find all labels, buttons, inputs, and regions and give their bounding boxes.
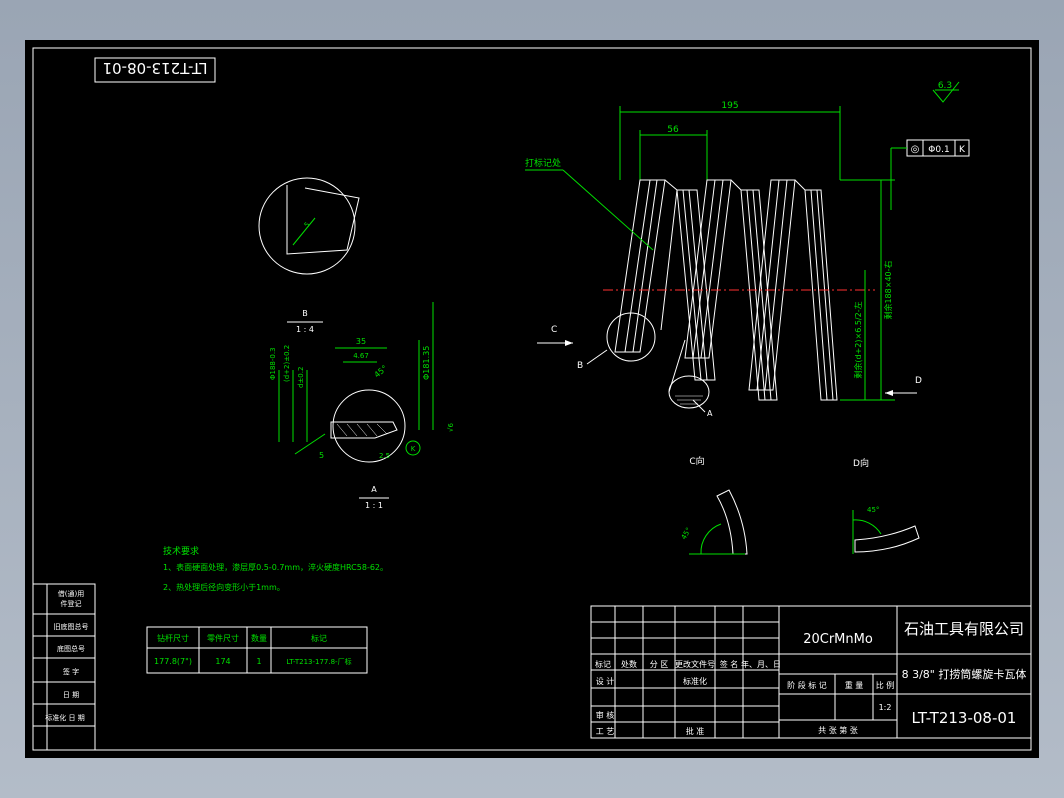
left-strip: 借(通)用 件登记 旧底图总号 底图总号 签 字 日 期 标准化 日 期 (32, 583, 96, 751)
tolerance-value: Φ0.1 (928, 145, 949, 155)
strip-5: 日 期 (63, 691, 79, 699)
feature-control-frame: ◎ Φ0.1 K (890, 139, 970, 210)
title-block: 标记 处数 分 区 更改文件号 签 名 年、月、日 设 计 标准化 审 核 工 … (590, 605, 1032, 739)
drawing-border (32, 47, 1032, 751)
thread-left-label: 剩余(d+2)×6.5/2-左 (853, 301, 863, 378)
dim-35: 35 (356, 337, 366, 346)
part-number: LT-T213-08-01 (912, 709, 1017, 727)
strip-0: 借(通)用 (58, 589, 84, 598)
dim-r5: 5 (303, 221, 312, 230)
check-label: 审 核 (596, 710, 615, 720)
cad-drawing: LT-T213-08-01 6.3 ◎ Φ0.1 K 195 56 (32, 47, 1032, 751)
strip-4: 签 字 (63, 667, 79, 676)
datum-letter: K (959, 145, 966, 155)
surface-finish-value: 6.3 (938, 81, 952, 91)
section-a-marker: A (707, 409, 713, 418)
part-name: 8 3/8" 打捞筒螺旋卡瓦体 (902, 667, 1027, 681)
detail-b-view: 5 B 1 : 4 (258, 177, 360, 334)
flipped-number: LT-T213-08-01 (103, 59, 208, 77)
company-name: 石油工具有限公司 (904, 620, 1024, 638)
tech-line-2: 2、热处理后径向变形小于1mm。 (163, 582, 285, 592)
view-c: C向 45° (680, 455, 748, 555)
strip-6: 标准化 日 期 (45, 713, 84, 722)
concentricity-icon: ◎ (911, 144, 920, 155)
stage-h-1: 重 量 (845, 680, 864, 690)
sheet-label: 共 张 第 张 (818, 725, 858, 735)
dim-467: 4.67 (353, 352, 369, 360)
strip-2: 旧底图总号 (54, 622, 89, 631)
dim-195: 195 (721, 101, 738, 111)
dim-5: 5 (319, 451, 324, 460)
strip-3: 底图总号 (57, 644, 85, 653)
size-table: 钻杆尺寸 零件尺寸 数量 标记 177.8(7") 174 1 LT-T213-… (146, 626, 368, 674)
tech-title: 技术要求 (163, 545, 199, 557)
process-label: 工 艺 (596, 727, 615, 736)
technical-requirements: 技术要求 1、表面硬面处理，渗层厚0.5-0.7mm，淬火硬度HRC58-62。… (163, 545, 388, 592)
strip-1: 件登记 (61, 599, 82, 608)
dim-sqrt: √6 (447, 423, 455, 432)
view-d-marker: D (915, 376, 922, 386)
stage-h-0: 阶 段 标 记 (787, 680, 827, 690)
tech-line-1: 1、表面硬面处理，渗层厚0.5-0.7mm，淬火硬度HRC58-62。 (163, 562, 388, 572)
drawing-canvas: LT-T213-08-01 6.3 ◎ Φ0.1 K 195 56 (25, 40, 1039, 758)
size-cell-3: LT-T213-177.8-厂标 (286, 657, 351, 666)
flipped-number-box: LT-T213-08-01 (94, 57, 216, 83)
view-d-title: D向 (853, 457, 869, 469)
view-a-scale: 1 : 1 (365, 501, 383, 510)
datum-k-circle: K (411, 445, 416, 453)
size-header-1: 零件尺寸 (207, 633, 239, 643)
rev-h-4: 签 名 (720, 659, 739, 669)
size-cell-2: 1 (256, 657, 261, 666)
marking-label: 打标记处 (525, 157, 561, 169)
rev-h-2: 分 区 (650, 660, 669, 669)
rev-h-3: 更改文件号 (675, 659, 715, 669)
detail-b-marker: B (577, 361, 583, 371)
angle-d: 45° (867, 506, 879, 514)
view-b-scale: 1 : 4 (296, 325, 314, 334)
dim-45: 45° (373, 364, 390, 380)
dim-d: d±0.2 (297, 367, 305, 388)
rev-h-0: 标记 (595, 659, 611, 669)
view-b-title: B (302, 309, 308, 318)
approve-label: 批 准 (686, 726, 705, 736)
rev-h-1: 处数 (621, 659, 637, 669)
view-c-marker: C (551, 325, 557, 335)
std-label: 标准化 (683, 676, 707, 686)
stage-h-2: 比 例 (876, 680, 895, 690)
view-c-title: C向 (689, 455, 704, 467)
angle-c: 45° (680, 526, 693, 541)
helix-main-view: 195 56 (525, 101, 922, 418)
material: 20CrMnMo (803, 632, 873, 647)
scale-value: 1:2 (879, 703, 892, 712)
surface-finish-symbol: 6.3 (932, 81, 960, 103)
size-header-0: 钻杆尺寸 (157, 633, 189, 643)
size-cell-1: 174 (215, 657, 230, 666)
size-header-3: 标记 (311, 633, 327, 643)
dim-56: 56 (667, 125, 679, 135)
rev-h-5: 年、月、日 (741, 659, 781, 669)
dim-tol: (d+2)±0.2 (283, 345, 291, 382)
thread-right-label: 剩余188×40-右 (883, 260, 893, 319)
view-d: D向 45° (852, 457, 920, 554)
size-header-2: 数量 (251, 633, 267, 643)
view-a-title: A (371, 485, 377, 494)
size-cell-0: 177.8(7") (154, 657, 192, 666)
dim-25: 2.5 (379, 452, 390, 460)
dim-188: Φ188-0.3 (269, 347, 277, 380)
design-label: 设 计 (596, 676, 615, 686)
dim-181: Φ181.35 (422, 346, 431, 380)
